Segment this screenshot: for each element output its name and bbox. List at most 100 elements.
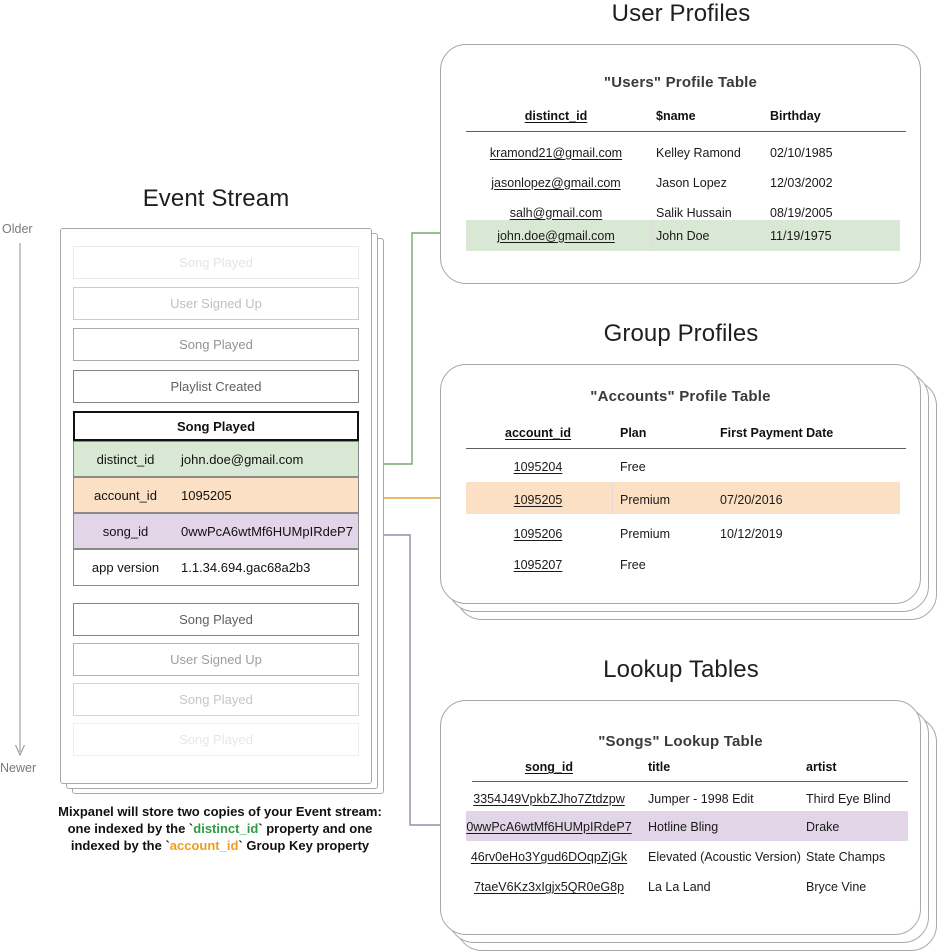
accounts-col-header-first-payment-date: First Payment Date bbox=[720, 426, 834, 440]
table-row[interactable]: 1095205 Premium 07/20/2016 bbox=[466, 484, 906, 516]
users-row-highlight-john-doe bbox=[466, 220, 900, 251]
caption-line-3: indexed by the `account_id` Group Key pr… bbox=[45, 837, 395, 854]
event-box-label: User Signed Up bbox=[170, 652, 262, 667]
event-box-bottom-2[interactable]: Song Played bbox=[73, 683, 359, 716]
accounts-cell-account-id: 1095205 bbox=[513, 493, 563, 507]
users-cell-distinct-id: john.doe@gmail.com bbox=[497, 228, 615, 243]
accounts-cell-plan: Free bbox=[620, 460, 646, 474]
event-box-label: Song Played bbox=[179, 337, 253, 352]
event-box-bottom-1[interactable]: User Signed Up bbox=[73, 643, 359, 676]
songs-cell-song-id: 0wwPcA6wtMf6HUMpIRdeP7 bbox=[466, 820, 632, 834]
event-prop-value: 0wwPcA6wtMf6HUMpIRdeP7 bbox=[181, 523, 353, 539]
table-row[interactable]: 1095207 Free bbox=[466, 549, 906, 580]
songs-cell-artist: Third Eye Blind bbox=[806, 792, 891, 806]
event-selected-title: Song Played bbox=[73, 411, 359, 441]
table-row[interactable]: 3354J49VpkbZJho7Ztdzpw Jumper - 1998 Edi… bbox=[458, 784, 910, 814]
table-row[interactable]: jasonlopez@gmail.com Jason Lopez 12/03/2… bbox=[466, 167, 906, 198]
event-prop-value: 1.1.34.694.gac68a2b3 bbox=[181, 560, 311, 575]
section-title-event-stream: Event Stream bbox=[142, 185, 290, 212]
accounts-cell-plan: Premium bbox=[620, 526, 671, 541]
users-cell-birthday: 02/10/1985 bbox=[770, 145, 833, 160]
accounts-cell-first-payment-date: 10/12/2019 bbox=[720, 526, 783, 541]
songs-cell-artist: Drake bbox=[806, 820, 840, 834]
accounts-col-header-account-id: account_id bbox=[505, 426, 571, 440]
songs-cell-title: La La Land bbox=[648, 880, 711, 894]
event-box-bottom-3[interactable]: Song Played bbox=[73, 723, 359, 756]
event-box-top-2[interactable]: Song Played bbox=[73, 328, 359, 361]
users-col-header-distinct-id: distinct_id bbox=[524, 109, 588, 123]
users-table-header-row: distinct_id $name Birthday bbox=[466, 105, 906, 127]
caption-distinct-id-token: distinct_id bbox=[193, 821, 259, 836]
axis-label-older: Older bbox=[2, 222, 33, 236]
accounts-cell-account-id: 1095206 bbox=[513, 526, 563, 541]
songs-row-highlight-hotline-bling bbox=[466, 811, 908, 841]
songs-row-sep-1 bbox=[640, 811, 641, 841]
caption-text: one indexed by the ` bbox=[67, 821, 194, 836]
section-title-lookup-tables: Lookup Tables bbox=[603, 656, 759, 683]
time-axis-arrowhead bbox=[14, 744, 26, 757]
event-prop-key: app version bbox=[91, 560, 160, 575]
songs-cell-title: Elevated (Acoustic Version) bbox=[648, 850, 801, 864]
accounts-cell-first-payment-date: 07/20/2016 bbox=[720, 493, 783, 507]
event-prop-value: 1095205 bbox=[181, 487, 232, 503]
event-prop-key: song_id bbox=[102, 523, 149, 539]
event-prop-song-id[interactable]: song_id 0wwPcA6wtMf6HUMpIRdeP7 bbox=[73, 513, 359, 549]
event-prop-app-version[interactable]: app version 1.1.34.694.gac68a2b3 bbox=[73, 549, 359, 586]
accounts-cell-account-id: 1095204 bbox=[513, 460, 563, 474]
table-row[interactable]: salh@gmail.com Salik Hussain 08/19/2005 bbox=[466, 197, 906, 228]
songs-table-header-rule bbox=[472, 781, 908, 783]
table-row[interactable]: john.doe@gmail.com John Doe 11/19/1975 bbox=[466, 220, 906, 251]
users-cell-name: Jason Lopez bbox=[656, 175, 727, 190]
songs-cell-artist: State Champs bbox=[806, 850, 886, 864]
table-row[interactable]: 0wwPcA6wtMf6HUMpIRdeP7 Hotline Bling Dra… bbox=[458, 812, 910, 842]
caption-line-2: one indexed by the `distinct_id` propert… bbox=[45, 820, 395, 837]
users-cell-name: Kelley Ramond bbox=[656, 145, 741, 160]
accounts-row-sep bbox=[612, 482, 613, 514]
event-box-label: Song Played bbox=[179, 612, 253, 627]
caption-text: ` Group Key property bbox=[238, 838, 370, 853]
table-row[interactable]: 7taeV6Kz3xIgjx5QR0eG8p La La Land Bryce … bbox=[458, 872, 910, 902]
event-box-bottom-0[interactable]: Song Played bbox=[73, 603, 359, 636]
event-box-label: Playlist Created bbox=[170, 379, 262, 394]
axis-label-newer: Newer bbox=[0, 761, 37, 775]
event-prop-account-id[interactable]: account_id 1095205 bbox=[73, 477, 359, 513]
caption-text: indexed by the ` bbox=[70, 838, 170, 853]
table-row[interactable]: kramond21@gmail.com Kelley Ramond 02/10/… bbox=[466, 137, 906, 168]
users-cell-distinct-id: salh@gmail.com bbox=[509, 205, 603, 220]
songs-cell-song-id: 46rv0eHo3Ygud6DOqpZjGk bbox=[470, 850, 628, 864]
caption-line-1: Mixpanel will store two copies of your E… bbox=[58, 804, 382, 819]
songs-col-header-title: title bbox=[648, 760, 671, 774]
accounts-cell-plan: Free bbox=[620, 557, 646, 572]
caption: Mixpanel will store two copies of your E… bbox=[45, 803, 395, 854]
event-selected[interactable]: Song Played distinct_id john.doe@gmail.c… bbox=[73, 411, 359, 586]
event-box-label: Song Played bbox=[179, 692, 253, 707]
event-box-top-1[interactable]: User Signed Up bbox=[73, 287, 359, 320]
event-box-top-3[interactable]: Playlist Created bbox=[73, 370, 359, 403]
songs-cell-artist: Bryce Vine bbox=[806, 880, 867, 894]
songs-table-header-row: song_id title artist bbox=[458, 756, 910, 778]
table-row[interactable]: 46rv0eHo3Ygud6DOqpZjGk Elevated (Acousti… bbox=[458, 842, 910, 872]
songs-cell-title: Hotline Bling bbox=[648, 820, 719, 834]
songs-cell-title: Jumper - 1998 Edit bbox=[648, 792, 754, 806]
event-prop-value: john.doe@gmail.com bbox=[181, 451, 304, 467]
users-col-header-name: $name bbox=[656, 109, 696, 123]
songs-col-header-artist: artist bbox=[806, 760, 837, 774]
event-prop-distinct-id[interactable]: distinct_id john.doe@gmail.com bbox=[73, 441, 359, 477]
event-box-top-0[interactable]: Song Played bbox=[73, 246, 359, 279]
accounts-table-header-rule bbox=[466, 448, 906, 450]
table-row[interactable]: 1095204 Free bbox=[466, 452, 906, 482]
users-cell-distinct-id: kramond21@gmail.com bbox=[489, 145, 623, 160]
caption-account-id-token: account_id bbox=[169, 838, 239, 853]
caption-text: ` property and one bbox=[258, 821, 373, 836]
songs-row-sep-2 bbox=[797, 811, 798, 841]
table-row[interactable]: 1095206 Premium 10/12/2019 bbox=[466, 518, 906, 549]
users-table-header-rule bbox=[466, 131, 906, 133]
event-prop-key: distinct_id bbox=[96, 451, 155, 467]
users-cell-name: John Doe bbox=[656, 228, 710, 243]
event-box-label: Song Played bbox=[179, 255, 253, 270]
users-cell-distinct-id: jasonlopez@gmail.com bbox=[491, 175, 621, 190]
accounts-cell-plan: Premium bbox=[620, 493, 671, 507]
songs-col-header-song-id: song_id bbox=[525, 760, 573, 774]
accounts-row-highlight-1095205 bbox=[466, 482, 900, 514]
users-cell-birthday: 11/19/1975 bbox=[770, 228, 832, 243]
